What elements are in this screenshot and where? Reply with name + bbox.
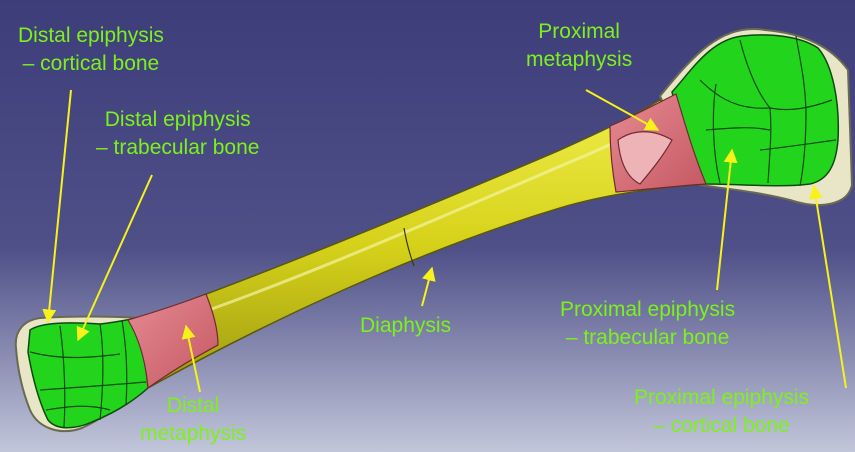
label-line: Proximal epiphysis — [560, 296, 735, 324]
label-line: – trabecular bone — [560, 324, 735, 352]
label-line: – trabecular bone — [96, 134, 259, 162]
label-distal-metaphysis: Distal metaphysis — [140, 392, 246, 448]
label-line: Proximal epiphysis — [634, 384, 809, 412]
label-line: metaphysis — [526, 46, 632, 74]
label-diaphysis: Diaphysis — [360, 312, 451, 340]
label-distal-epiphysis-cortical: Distal epiphysis – cortical bone — [18, 22, 164, 78]
label-line: – cortical bone — [634, 412, 809, 440]
label-line: Distal epiphysis — [96, 106, 259, 134]
label-proximal-epiphysis-trabecular: Proximal epiphysis – trabecular bone — [560, 296, 735, 352]
label-line: metaphysis — [140, 420, 246, 448]
label-line: Distal — [140, 392, 246, 420]
label-distal-epiphysis-trabecular: Distal epiphysis – trabecular bone — [96, 106, 259, 162]
label-line: Diaphysis — [360, 312, 451, 340]
label-line: – cortical bone — [18, 50, 164, 78]
label-line: Distal epiphysis — [18, 22, 164, 50]
label-proximal-epiphysis-cortical: Proximal epiphysis – cortical bone — [634, 384, 809, 440]
label-line: Proximal — [526, 18, 632, 46]
label-proximal-metaphysis: Proximal metaphysis — [526, 18, 632, 74]
